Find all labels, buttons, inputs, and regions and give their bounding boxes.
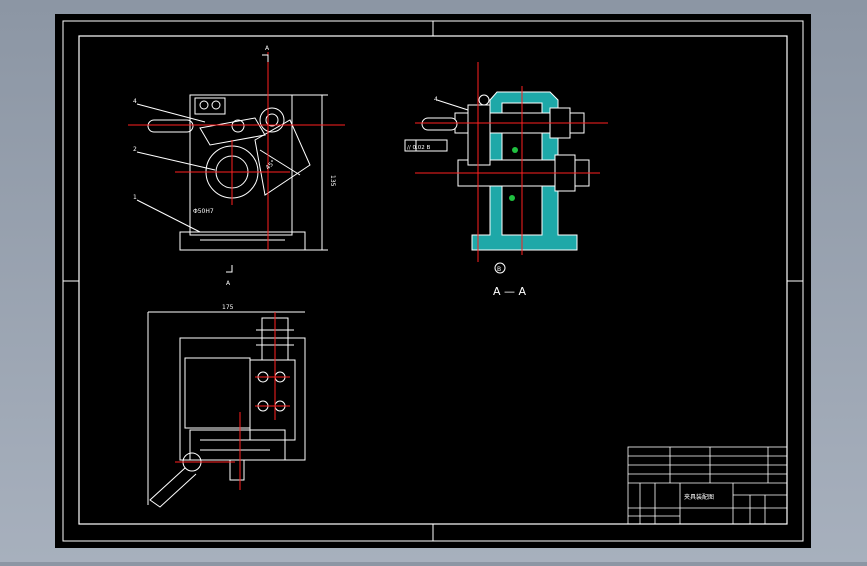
bore-dimension: Φ50H7 xyxy=(193,208,214,215)
width-dimension: 175 xyxy=(222,304,234,311)
centering-marks xyxy=(63,21,803,541)
section-title: A — A xyxy=(493,285,527,298)
parallelism-callout: // 0.02 B xyxy=(407,145,430,151)
title-block xyxy=(627,446,788,525)
leader-number: 1 xyxy=(133,194,137,201)
section-marker-bottom: A xyxy=(226,280,231,287)
leader-number: 4 xyxy=(133,98,137,105)
datum-circle-top xyxy=(478,94,490,106)
leader-number: 2 xyxy=(133,146,137,153)
section-centerlines xyxy=(415,62,608,262)
drawing-sheet xyxy=(55,14,811,548)
front-centerlines xyxy=(128,52,345,250)
top-centerlines xyxy=(175,312,290,490)
top-view xyxy=(147,311,306,508)
section-marker-top: A xyxy=(265,45,270,52)
drawing-name: 夹具装配图 xyxy=(684,493,714,501)
datum-circle xyxy=(494,262,506,274)
leader-number: 4 xyxy=(434,96,438,103)
datum-label: B xyxy=(497,266,501,273)
section-arrows xyxy=(226,54,269,273)
height-dimension: 135 xyxy=(329,175,336,187)
